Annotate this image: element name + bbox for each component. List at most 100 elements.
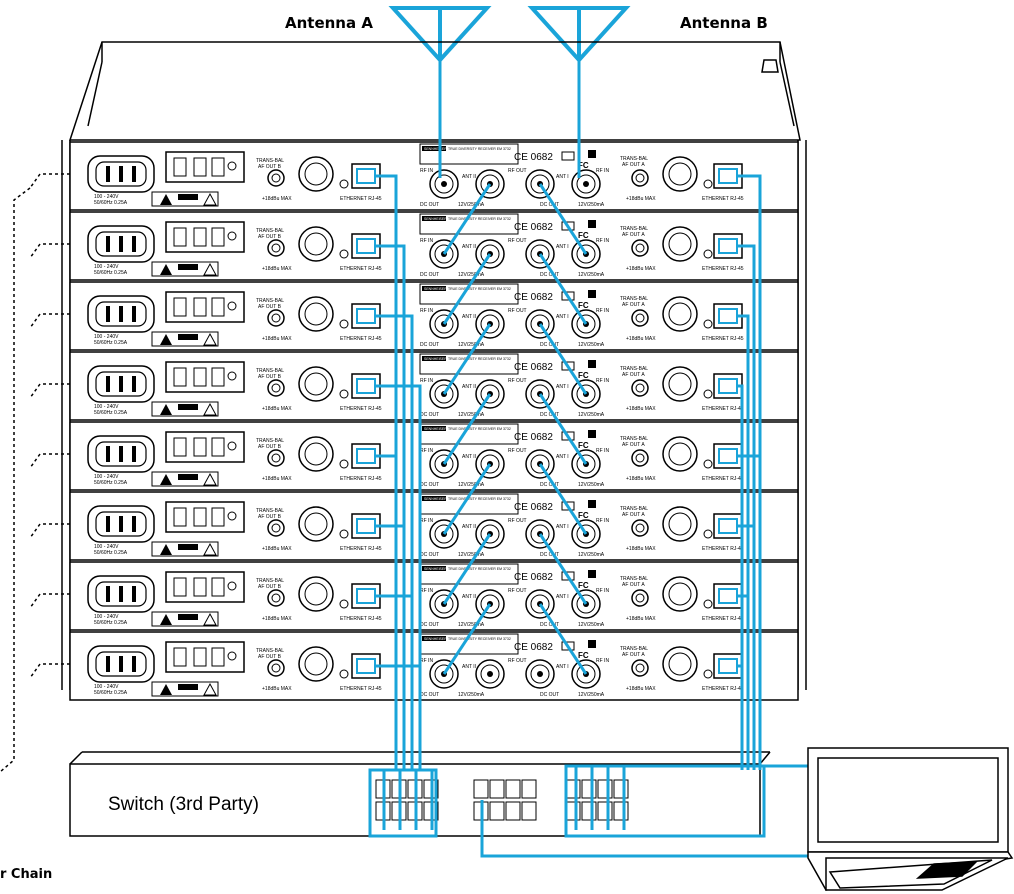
model-label: TRUE DIVERSITY RECEIVER EM 3732	[448, 217, 511, 221]
max-level-label: +18dBu MAX	[626, 196, 656, 202]
ce-mark-label: CE 0682	[514, 502, 553, 513]
dc-spec-label: 12V/250mA	[578, 412, 605, 418]
trans-bal-label: TRANS-BAL	[620, 646, 648, 652]
switch-port	[521, 801, 537, 821]
switch-port	[505, 779, 521, 799]
power-spec-2-label: 50/60Hz 0.25A	[94, 270, 128, 276]
rf-out-label: RF OUT	[508, 168, 527, 174]
rf-in-label: RF IN	[420, 518, 433, 524]
fc-mark-label: FC	[578, 651, 589, 660]
switch-port	[565, 801, 581, 821]
ethernet-label: ETHERNET RJ-45	[702, 406, 744, 412]
rf-in-label: RF IN	[420, 588, 433, 594]
power-spec-1-label: 100 - 240V	[94, 194, 119, 200]
dc-spec-label: 12V/250mA	[578, 552, 605, 558]
rf-loop-cable-a	[442, 183, 492, 255]
dc-spec-label: 12V/250mA	[458, 342, 485, 348]
ethernet-label: ETHERNET RJ-45	[702, 476, 744, 482]
rf-in-label: RF IN	[596, 658, 609, 664]
af-out-a-label: AF OUT A	[622, 372, 645, 378]
dc-spec-label: 12V/250mA	[458, 482, 485, 488]
ce-mark-label: CE 0682	[514, 222, 553, 233]
rf-out-label: RF OUT	[508, 658, 527, 664]
fc-mark-label: FC	[578, 161, 589, 170]
dc-out-label: DC OUT	[420, 622, 439, 628]
rf-loop-cable-a	[442, 253, 492, 325]
rf-out-label: RF OUT	[508, 378, 527, 384]
max-level-label: +18dBu MAX	[262, 476, 292, 482]
ethernet-label: ETHERNET RJ-45	[340, 476, 382, 482]
brand-label: SENNHEISER	[424, 287, 447, 291]
power-spec-2-label: 50/60Hz 0.25A	[94, 480, 128, 486]
daisy-chain-power-line	[0, 173, 70, 773]
af-out-a-label: AF OUT A	[622, 512, 645, 518]
rf-loop-cable-b	[538, 393, 588, 465]
daisy-chain-segment	[29, 453, 70, 469]
switch-port	[565, 779, 581, 799]
rf-out-label: RF OUT	[508, 238, 527, 244]
trans-bal-label: TRANS-BAL	[256, 228, 284, 234]
daisy-chain-segment	[29, 593, 70, 609]
ant-i-label: ANT I	[556, 314, 569, 320]
max-level-label: +18dBu MAX	[626, 546, 656, 552]
daisy-chain-segment	[29, 243, 70, 259]
dc-spec-label: 12V/250mA	[578, 272, 605, 278]
af-out-b-label: AF OUT B	[258, 584, 282, 590]
dc-spec-label: 12V/250mA	[458, 412, 485, 418]
trans-bal-label: TRANS-BAL	[620, 506, 648, 512]
max-level-label: +18dBu MAX	[262, 406, 292, 412]
ant-i-label: ANT I	[556, 384, 569, 390]
af-out-a-label: AF OUT A	[622, 232, 645, 238]
rf-in-label: RF IN	[596, 588, 609, 594]
brand-label: SENNHEISER	[424, 357, 447, 361]
dc-out-label: DC OUT	[420, 272, 439, 278]
af-out-b-label: AF OUT B	[258, 514, 282, 520]
ce-mark-label: CE 0682	[514, 152, 553, 163]
dc-out-label: DC OUT	[420, 552, 439, 558]
ethernet-label: ETHERNET RJ-45	[702, 546, 744, 552]
dc-out-label: DC OUT	[540, 622, 559, 628]
af-out-a-label: AF OUT A	[622, 162, 645, 168]
dc-spec-label: 12V/250mA	[578, 342, 605, 348]
rf-in-label: RF IN	[596, 238, 609, 244]
antenna-a-label: Antenna A	[285, 14, 373, 32]
trans-bal-label: TRANS-BAL	[256, 158, 284, 164]
ethernet-label: ETHERNET RJ-45	[340, 336, 382, 342]
trans-bal-label: TRANS-BAL	[256, 438, 284, 444]
switch-port	[521, 779, 537, 799]
trans-bal-label: TRANS-BAL	[620, 226, 648, 232]
dc-spec-label: 12V/250mA	[458, 272, 485, 278]
model-label: TRUE DIVERSITY RECEIVER EM 3732	[448, 497, 511, 501]
power-spec-2-label: 50/60Hz 0.25A	[94, 340, 128, 346]
rf-loop-cable-a	[442, 533, 492, 605]
brand-label: SENNHEISER	[424, 637, 447, 641]
ant-ii-label: ANT II	[462, 524, 476, 530]
power-spec-2-label: 50/60Hz 0.25A	[94, 550, 128, 556]
daisy-chain-segment	[29, 173, 70, 189]
af-out-a-label: AF OUT A	[622, 442, 645, 448]
max-level-label: +18dBu MAX	[262, 266, 292, 272]
model-label: TRUE DIVERSITY RECEIVER EM 3732	[448, 287, 511, 291]
rf-in-label: RF IN	[420, 448, 433, 454]
dc-out-label: DC OUT	[420, 412, 439, 418]
ethernet-label: ETHERNET RJ-45	[340, 546, 382, 552]
af-out-b-label: AF OUT B	[258, 304, 282, 310]
switch-port	[597, 801, 613, 821]
ethernet-cable-left	[375, 384, 422, 770]
ant-ii-label: ANT II	[462, 664, 476, 670]
af-out-b-label: AF OUT B	[258, 164, 282, 170]
max-level-label: +18dBu MAX	[262, 616, 292, 622]
model-label: TRUE DIVERSITY RECEIVER EM 3732	[448, 637, 511, 641]
dc-out-label: DC OUT	[540, 272, 559, 278]
max-level-label: +18dBu MAX	[626, 406, 656, 412]
antenna-b-icon	[527, 6, 631, 63]
ethernet-bundle-left	[368, 768, 438, 838]
ethernet-cable-right	[737, 524, 756, 770]
rf-in-label: RF IN	[420, 308, 433, 314]
daisy-chain-segment	[29, 313, 70, 329]
ethernet-label: ETHERNET RJ-45	[340, 196, 382, 202]
dc-out-label: DC OUT	[540, 342, 559, 348]
